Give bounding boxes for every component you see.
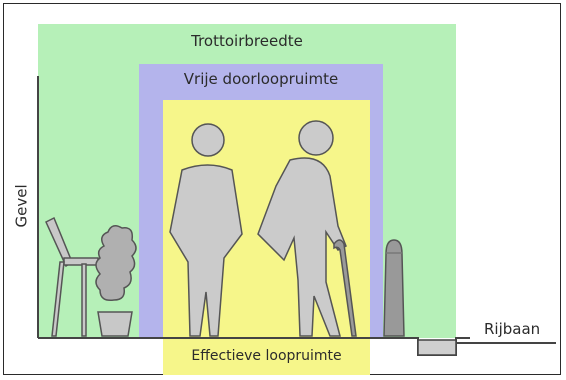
plant-icon xyxy=(96,226,136,336)
rijbaan-label: Rijbaan xyxy=(484,322,540,337)
curb xyxy=(418,340,456,355)
gevel-label: Gevel xyxy=(15,188,30,228)
trottoirbreedte-label: Trottoirbreedte xyxy=(38,34,456,49)
effectieve-loopruimte-label: Effectieve loopruimte xyxy=(163,349,370,363)
bollard-icon xyxy=(384,240,404,336)
vrije-doorloopruimte-label: Vrije doorloopruimte xyxy=(139,72,383,87)
